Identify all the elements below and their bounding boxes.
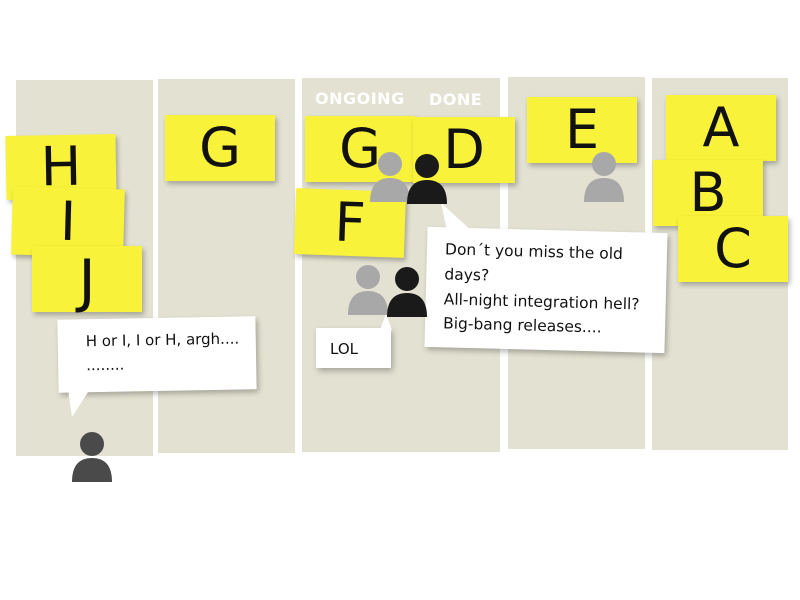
speech-bubble-left: H or I, I or H, argh.... ........ — [57, 316, 257, 393]
person-icon-grey-ongoing-top — [368, 150, 412, 204]
speech-bubble-left-tail — [68, 389, 90, 417]
person-icon-black-ongoing-top — [405, 152, 449, 206]
speech-bubble-lol: LOL — [316, 328, 391, 368]
sticky-note-a[interactable]: A — [666, 95, 776, 161]
sticky-note-c[interactable]: C — [678, 216, 788, 282]
column-header-ongoing: ONGOING — [315, 89, 405, 108]
speech-bubble-lol-tail — [380, 314, 392, 330]
sticky-note-j[interactable]: J — [32, 246, 142, 312]
speech-bubble-lol-text: LOL — [330, 340, 358, 358]
sticky-note-g-backlog[interactable]: G — [165, 115, 275, 181]
person-icon-grey-ongoing-bottom — [346, 263, 390, 317]
person-icon-dark-bottom-left — [70, 430, 114, 484]
sticky-note-b[interactable]: B — [653, 160, 763, 226]
person-icon-grey-column-e — [582, 150, 626, 204]
column-header-done: DONE — [429, 90, 483, 109]
speech-bubble-left-line-2: ........ — [86, 355, 125, 375]
sticky-note-e[interactable]: E — [527, 97, 637, 163]
speech-bubble-left-line-1: H or I, I or H, argh.... — [85, 329, 240, 351]
person-icon-black-ongoing-bottom — [385, 265, 429, 319]
speech-bubble-old-days: Don´t you miss the old days? All-night i… — [424, 226, 668, 354]
